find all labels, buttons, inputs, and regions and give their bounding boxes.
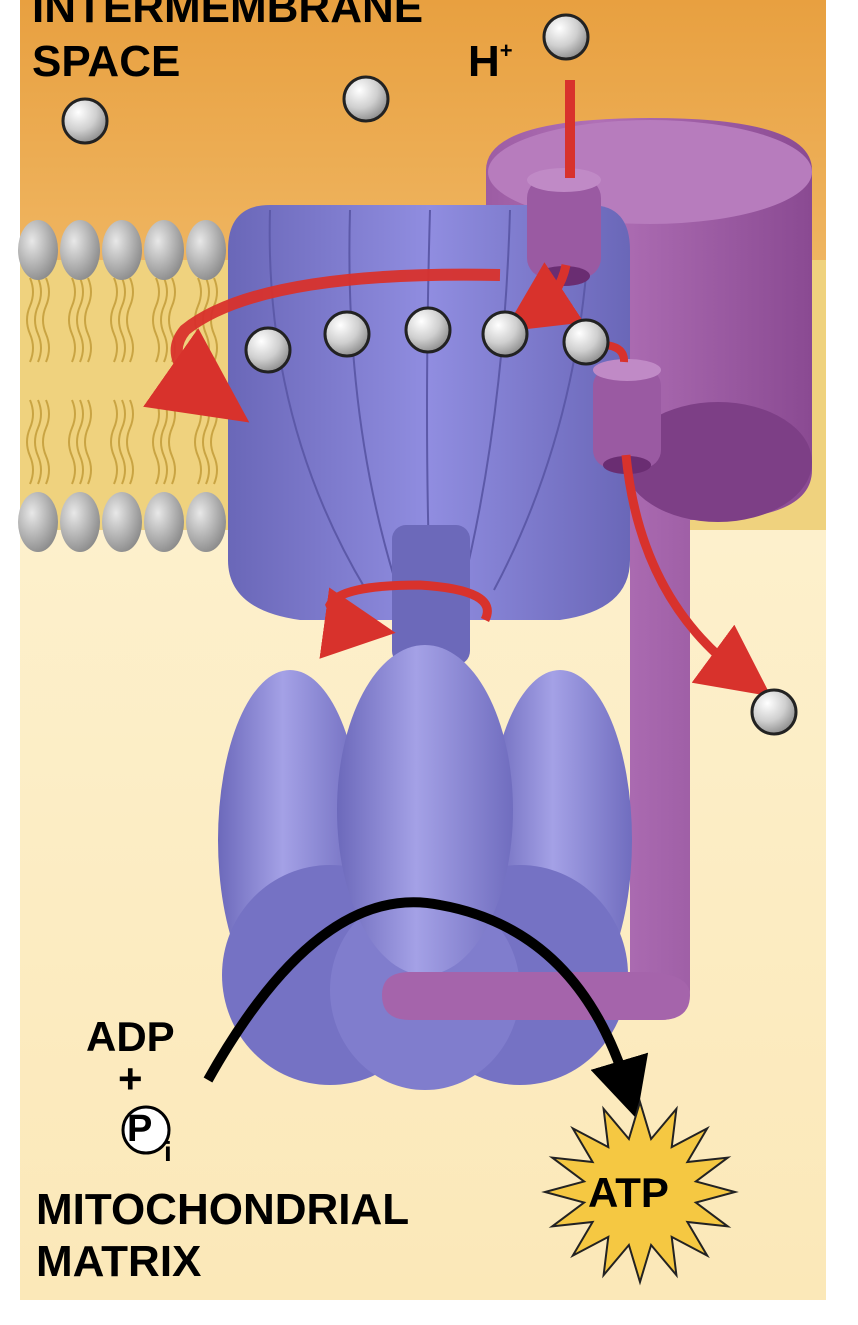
- proton-ion-6: [404, 306, 452, 354]
- atp-starburst: [541, 1098, 739, 1286]
- lipid-tail: [26, 399, 34, 485]
- lipid-tail: [76, 277, 84, 363]
- phosphate-circle: [121, 1105, 171, 1155]
- lipid-tail: [110, 399, 118, 485]
- lipid-tail: [68, 399, 76, 485]
- lipid-head: [186, 492, 226, 552]
- lipid-head: [18, 492, 58, 552]
- proton-ions: [61, 13, 798, 736]
- proton-label: H+: [468, 40, 513, 84]
- lipid-tail: [76, 399, 84, 485]
- lipid-tail: [68, 277, 76, 363]
- stalk-rotation-arrow: [319, 580, 492, 659]
- mitochondrial-matrix-label: MITOCHONDRIAL: [36, 1185, 410, 1234]
- lipid-head: [102, 492, 142, 552]
- lipid-head: [144, 492, 184, 552]
- lipid-head: [60, 220, 100, 280]
- lipid-tail: [126, 399, 134, 485]
- proton-ion-9: [750, 688, 798, 736]
- synthesis-reaction-arrow: [203, 897, 649, 1119]
- lipid-tail: [126, 277, 134, 363]
- lipid-tail: [110, 277, 118, 363]
- c-subunit-outline: [268, 209, 367, 591]
- proton-ion-4: [244, 326, 292, 374]
- atp-label: ATP: [588, 1169, 669, 1216]
- phosphate-subscript: i: [164, 1136, 172, 1167]
- lipid-tail: [118, 277, 126, 363]
- lipid-tail: [42, 399, 50, 485]
- lipid-head: [60, 492, 100, 552]
- adp-label: ADP: [86, 1013, 175, 1060]
- proton-exit-arrow: [621, 454, 771, 697]
- central-stalk: [392, 525, 470, 665]
- plus-sign: +: [118, 1055, 143, 1102]
- proton-ion-5: [323, 310, 371, 358]
- lipid-head: [102, 220, 142, 280]
- lipid-tail: [26, 277, 34, 363]
- lipid-tail: [84, 277, 92, 363]
- lipid-tail: [42, 277, 50, 363]
- phosphate-label: P: [127, 1108, 153, 1150]
- f1-catalytic-knob: [218, 645, 632, 1090]
- lipid-head: [144, 220, 184, 280]
- c-subunit-outline: [348, 209, 399, 591]
- lipid-tail: [118, 399, 126, 485]
- proton-into-rotor-arrow: [503, 262, 584, 332]
- stator-foot: [382, 972, 690, 1020]
- lipid-head: [186, 220, 226, 280]
- proton-label-base: H: [468, 37, 500, 86]
- lipid-tail: [34, 399, 42, 485]
- proton-ion-1: [542, 13, 590, 61]
- lipid-head: [18, 220, 58, 280]
- proton-ion-2: [342, 75, 390, 123]
- lipid-tail: [84, 399, 92, 485]
- intermembrane-space-label: INTERMEMBRANE: [32, 0, 424, 32]
- proton-ion-7: [481, 310, 529, 358]
- rotor-rotation-arrow: [143, 268, 501, 423]
- proton-label-charge: +: [499, 38, 513, 63]
- lipid-tail: [34, 277, 42, 363]
- proton-ion-3: [61, 97, 109, 145]
- mitochondrial-matrix-label-line2: MATRIX: [36, 1237, 202, 1286]
- intermembrane-space-label-line2: SPACE: [32, 37, 181, 86]
- proton-ion-8: [562, 318, 610, 366]
